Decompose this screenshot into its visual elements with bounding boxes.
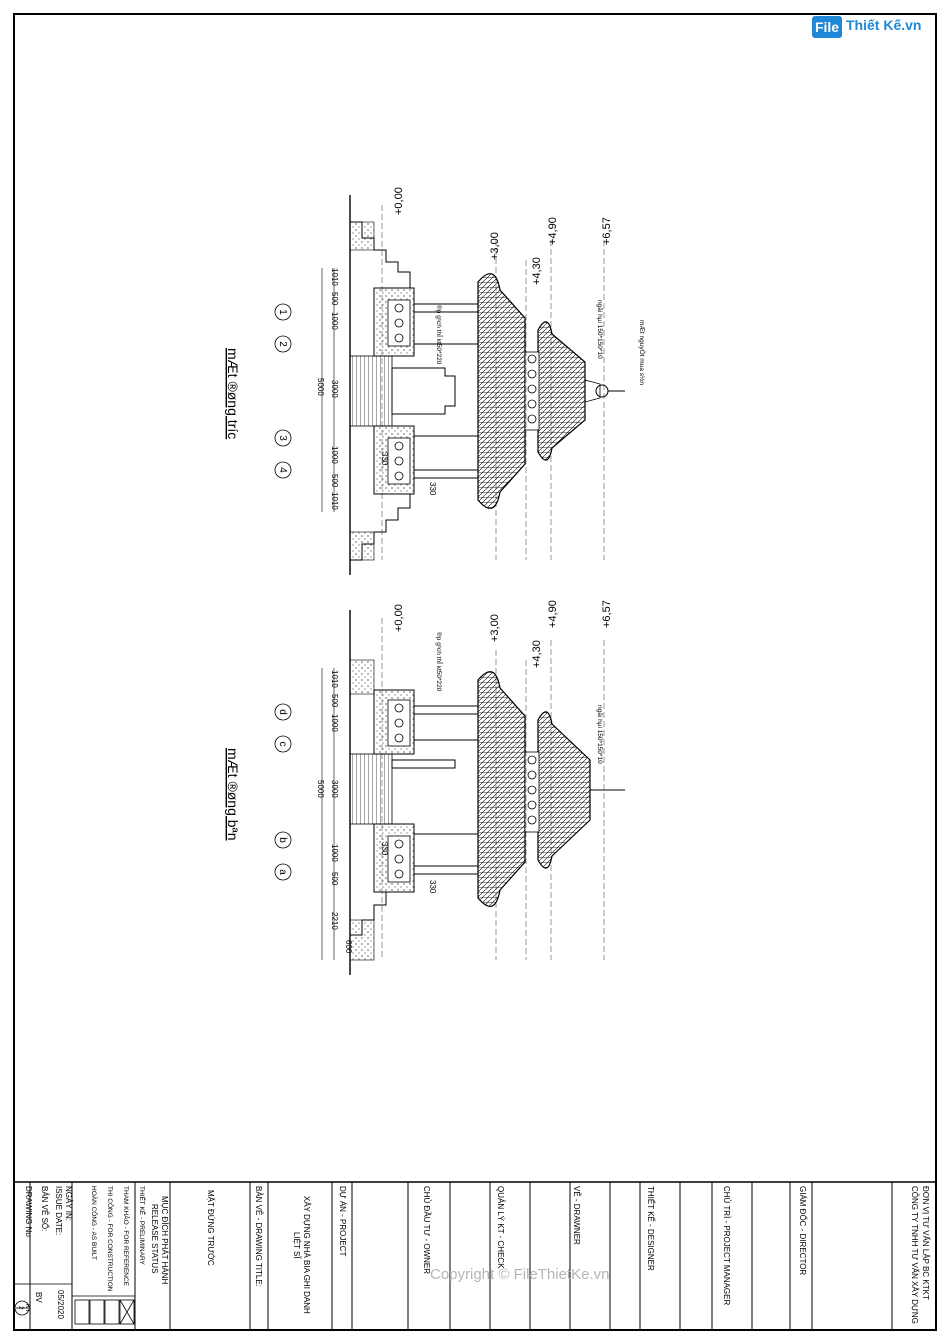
status-reference: THAM KHẢO - FOR REFERENCE xyxy=(122,1186,131,1287)
drawing-no-prefix: BV xyxy=(34,1292,43,1303)
drawing-title-label: BẢN VẼ - DRAWING TITLE: xyxy=(254,1186,263,1287)
drawing-title: MẶT ĐỨNG TRƯỚC xyxy=(206,1190,215,1266)
filethietke-logo: File Thiết Kế.vn xyxy=(812,14,922,42)
dim-top-9: 330 xyxy=(428,482,437,496)
project-line2: LIỆT SĨ xyxy=(292,1232,301,1259)
level-top-0: +0,00 xyxy=(393,187,405,215)
check-label: QUẢN LÝ KT - CHECK xyxy=(496,1186,505,1269)
issue-date: 05/2020 xyxy=(56,1290,65,1319)
copyright-watermark: Copyright © FileThietKe.vn xyxy=(430,1266,610,1283)
level-top-2: +4,90 xyxy=(547,217,559,245)
release-label2: RELEASE STATUS xyxy=(150,1204,159,1274)
pm-label: CHỦ TRÌ - PROJECT MANAGER xyxy=(722,1186,731,1305)
dim-bottom-5: 500 xyxy=(330,872,339,886)
dim-bottom-8: 5000 xyxy=(316,780,325,798)
level-bottom-3: +4,30 xyxy=(531,640,543,668)
status-as-built: HOÀN CÔNG - AS BUILT xyxy=(90,1186,99,1260)
company-name: CÔNG TY TNHH TƯ VẤN XÂY DỰNG xyxy=(910,1186,920,1324)
unit-label: ĐƠN VỊ TƯ VẤN LẬP BC KTKT xyxy=(921,1186,931,1300)
side-elevation: +0,00 +3,00 +4,90 +4,30 +6,57 ®p g¹ch th… xyxy=(225,600,625,975)
dim-top-6: 1010 xyxy=(330,492,339,510)
dim-top-7: 5000 xyxy=(316,378,325,396)
dim-top-5: 500 xyxy=(330,474,339,488)
level-top-4: +6,57 xyxy=(601,217,613,245)
dim-top-8: 330 xyxy=(380,452,389,466)
dim-bottom-6: 2210 xyxy=(330,912,339,930)
grid-bottom-d: d xyxy=(277,709,288,715)
level-bottom-0: +0,00 xyxy=(393,604,405,632)
title-block-text: ĐƠN VỊ TƯ VẤN LẬP BC KTKT CÔNG TY TNHH T… xyxy=(17,1186,931,1324)
project-line1: XÂY DỰNG NHÀ BIA GHI DANH xyxy=(302,1196,311,1314)
drawing-no-label2: DRAWING No xyxy=(24,1186,33,1237)
dim-top-0: 1010 xyxy=(330,268,339,286)
owner-label: CHỦ ĐẦU TƯ - OWNER xyxy=(422,1186,432,1274)
grid-top-2: 2 xyxy=(277,341,288,347)
level-top-1: +3,00 xyxy=(489,232,501,260)
note-top-tiles: ®p g¹ch thÎ kt50*220 xyxy=(435,305,444,365)
level-bottom-1: +3,00 xyxy=(489,614,501,642)
release-label1: MỤC ĐÍCH PHÁT HÀNH xyxy=(160,1196,169,1285)
status-preliminary: THIẾT KẾ - PRELIMINARY xyxy=(138,1186,148,1266)
level-bottom-2: +4,90 xyxy=(547,600,559,628)
issue-label1: NGÀY IN: xyxy=(64,1186,73,1221)
logo-box: File xyxy=(812,16,842,38)
grid-top-4: 4 xyxy=(277,467,288,473)
title-block xyxy=(14,1181,936,1330)
note-bottom-tiles: ®p g¹ch thÎ kt50*220 xyxy=(435,632,444,692)
drawing-no-bottom: 2 xyxy=(17,1306,24,1310)
drawer-label: VẼ - DRAWNER xyxy=(572,1186,581,1245)
grid-bottom-b: b xyxy=(277,837,288,843)
dim-top-1: 500 xyxy=(330,292,339,306)
note-top-finial: mÆt nguyÖt mua s½n xyxy=(638,320,646,385)
level-top-3: +4,30 xyxy=(531,257,543,285)
dim-bottom-10: 330 xyxy=(428,880,437,894)
grid-top-1: 1 xyxy=(277,309,288,315)
title-bottom: mÆt ®øng bªn xyxy=(225,748,241,841)
grid-bottom-a: a xyxy=(277,869,288,875)
note-bottom-ridge: ngãi hµi 150*150*10 xyxy=(596,705,603,764)
level-bottom-4: +6,57 xyxy=(601,600,613,628)
grid-top-3: 3 xyxy=(277,435,288,441)
dim-bottom-3: 3000 xyxy=(330,780,339,798)
dim-bottom-7: 600 xyxy=(344,940,353,954)
drawing-no-top: KT xyxy=(24,1304,31,1312)
dim-bottom-2: 1000 xyxy=(330,714,339,732)
dim-bottom-1: 500 xyxy=(330,694,339,708)
grid-bottom-c: c xyxy=(277,742,288,747)
logo-text: Thiết Kế.vn xyxy=(846,17,922,33)
designer-label: THIẾT KẾ - DESIGNER xyxy=(646,1186,656,1271)
front-elevation: +0,00 +3,00 +4,90 +4,30 +6,57 ®p g¹ch th… xyxy=(225,187,646,575)
sheet-border xyxy=(13,13,937,1331)
dim-top-4: 1000 xyxy=(330,446,339,464)
director-label: GIÁM ĐỐC - DIRECTOR xyxy=(798,1186,808,1275)
issue-label2: ISSUE DATE: xyxy=(54,1186,63,1235)
title-top: mÆt ®øng tr­íc xyxy=(225,348,241,439)
dim-top-3: 3000 xyxy=(330,380,339,398)
drawing-no-label1: BẢN VẼ SỐ: xyxy=(40,1186,50,1231)
status-construction: THI CÔNG - FOR CONSTRUCTION xyxy=(106,1186,115,1292)
dim-bottom-0: 1010 xyxy=(330,670,339,688)
dim-bottom-4: 1000 xyxy=(330,844,339,862)
note-top-ridge: ngãi hµi 150*150*10 xyxy=(596,300,603,359)
dim-bottom-9: 330 xyxy=(380,842,389,856)
project-label: DỰ ÁN - PROJECT xyxy=(338,1186,347,1257)
dim-top-2: 1000 xyxy=(330,312,339,330)
